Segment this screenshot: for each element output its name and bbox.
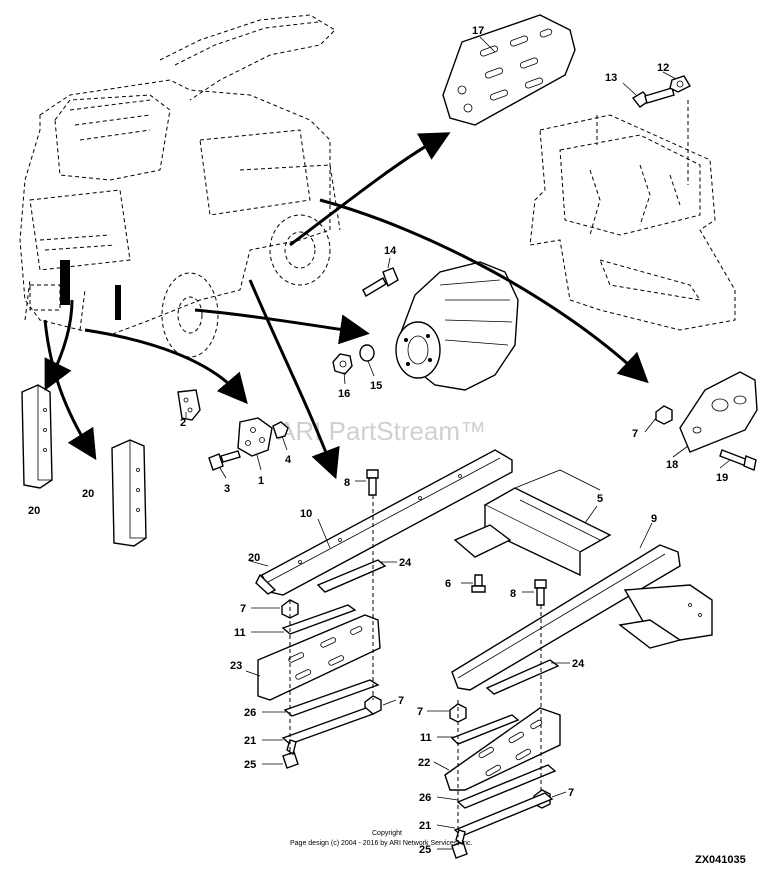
mount-highlight-left [60, 260, 70, 305]
callout-2: 2 [180, 417, 186, 429]
drive-housing [395, 261, 519, 391]
callout-9: 9 [651, 513, 657, 525]
callout-8-left: 8 [344, 477, 350, 489]
harvester-machine-outline [19, 14, 341, 358]
callout-15: 15 [370, 380, 382, 392]
engine-frame-outline [529, 100, 736, 331]
callout-7-right-bottom: 7 [568, 787, 574, 799]
callout-5: 5 [597, 493, 603, 505]
callout-20-rail: 20 [248, 552, 260, 564]
part-24-shim-left [316, 559, 387, 593]
mount-highlight-right [115, 285, 121, 320]
part-1-bracket [237, 417, 273, 457]
callout-25-left: 25 [244, 759, 256, 771]
part-12-nut [669, 75, 691, 93]
part-13-bolt [631, 87, 675, 108]
callout-labels: 17 12 13 14 16 15 2 4 1 3 7 18 19 20 20 … [28, 25, 728, 856]
part-25-bolt-left [282, 739, 299, 769]
part-10-rail [255, 449, 513, 596]
part-17-plate [442, 14, 576, 126]
callout-17: 17 [472, 25, 484, 37]
part-8-bolt-left [366, 469, 379, 496]
part-8-bolt-right [534, 579, 547, 606]
callout-3: 3 [224, 483, 230, 495]
callout-23: 23 [230, 660, 242, 672]
callout-20-left: 20 [28, 505, 40, 517]
callout-7-left-bottom: 7 [398, 695, 404, 707]
callout-25-right: 25 [419, 844, 431, 856]
callout-19: 19 [716, 472, 728, 484]
part-23-plate [257, 614, 381, 701]
callout-18: 18 [666, 459, 678, 471]
callout-22: 22 [418, 757, 430, 769]
callout-21-left: 21 [244, 735, 256, 747]
callout-11-right: 11 [420, 732, 432, 744]
part-6-bolt [471, 574, 486, 593]
part-2-bracket [177, 389, 201, 421]
part-5-crossmember [453, 469, 612, 577]
part-11-strip-left [281, 604, 357, 635]
callout-6: 6 [445, 578, 451, 590]
callout-7-left-top: 7 [240, 603, 246, 615]
callout-1: 1 [258, 475, 264, 487]
watermark-text: ARI PartStream™ [278, 416, 486, 446]
part-24-shim-right [485, 659, 560, 695]
callout-26-right: 26 [419, 792, 431, 804]
part-26-strip-right [456, 764, 557, 809]
callout-20-middle: 20 [82, 488, 94, 500]
callout-11-left: 11 [234, 627, 246, 639]
callout-24-left: 24 [399, 557, 412, 569]
callout-13: 13 [605, 72, 617, 84]
callout-21-right: 21 [419, 820, 431, 832]
callout-7-right-plate: 7 [632, 428, 638, 440]
copyright-label: Copyright [372, 830, 402, 837]
callout-10: 10 [300, 508, 312, 520]
callout-24-right: 24 [572, 658, 585, 670]
part-15-washer [359, 344, 375, 362]
part-20-upright-left [21, 384, 53, 489]
callout-16: 16 [338, 388, 350, 400]
part-21-strip-left [281, 707, 375, 745]
part-14-bolt [362, 267, 399, 297]
part-22-plate [444, 707, 561, 791]
callout-26-left: 26 [244, 707, 256, 719]
part-7-nut-right [655, 405, 673, 425]
callout-7-right-top: 7 [417, 706, 423, 718]
assembly-centerlines [289, 495, 542, 845]
callout-arrows [43, 132, 649, 480]
part-11-strip-right [450, 714, 520, 745]
callout-12: 12 [657, 62, 669, 74]
callout-4: 4 [285, 454, 292, 466]
copyright-notice: Page design (c) 2004 - 2016 by ARI Netwo… [290, 840, 473, 847]
part-4-nut [272, 421, 289, 439]
callout-14: 14 [384, 245, 397, 257]
part-16-nut [332, 353, 353, 375]
leader-lines [185, 36, 731, 850]
part-20-upright-middle [111, 439, 147, 547]
part-18-plate [679, 371, 758, 453]
drawing-code: ZX041035 [695, 854, 746, 866]
part-19-bolt [719, 449, 757, 471]
callout-8-right: 8 [510, 588, 516, 600]
part-9-rail [451, 544, 713, 691]
part-7-nut-right-top [449, 703, 467, 723]
part-3-bolt [208, 450, 241, 471]
